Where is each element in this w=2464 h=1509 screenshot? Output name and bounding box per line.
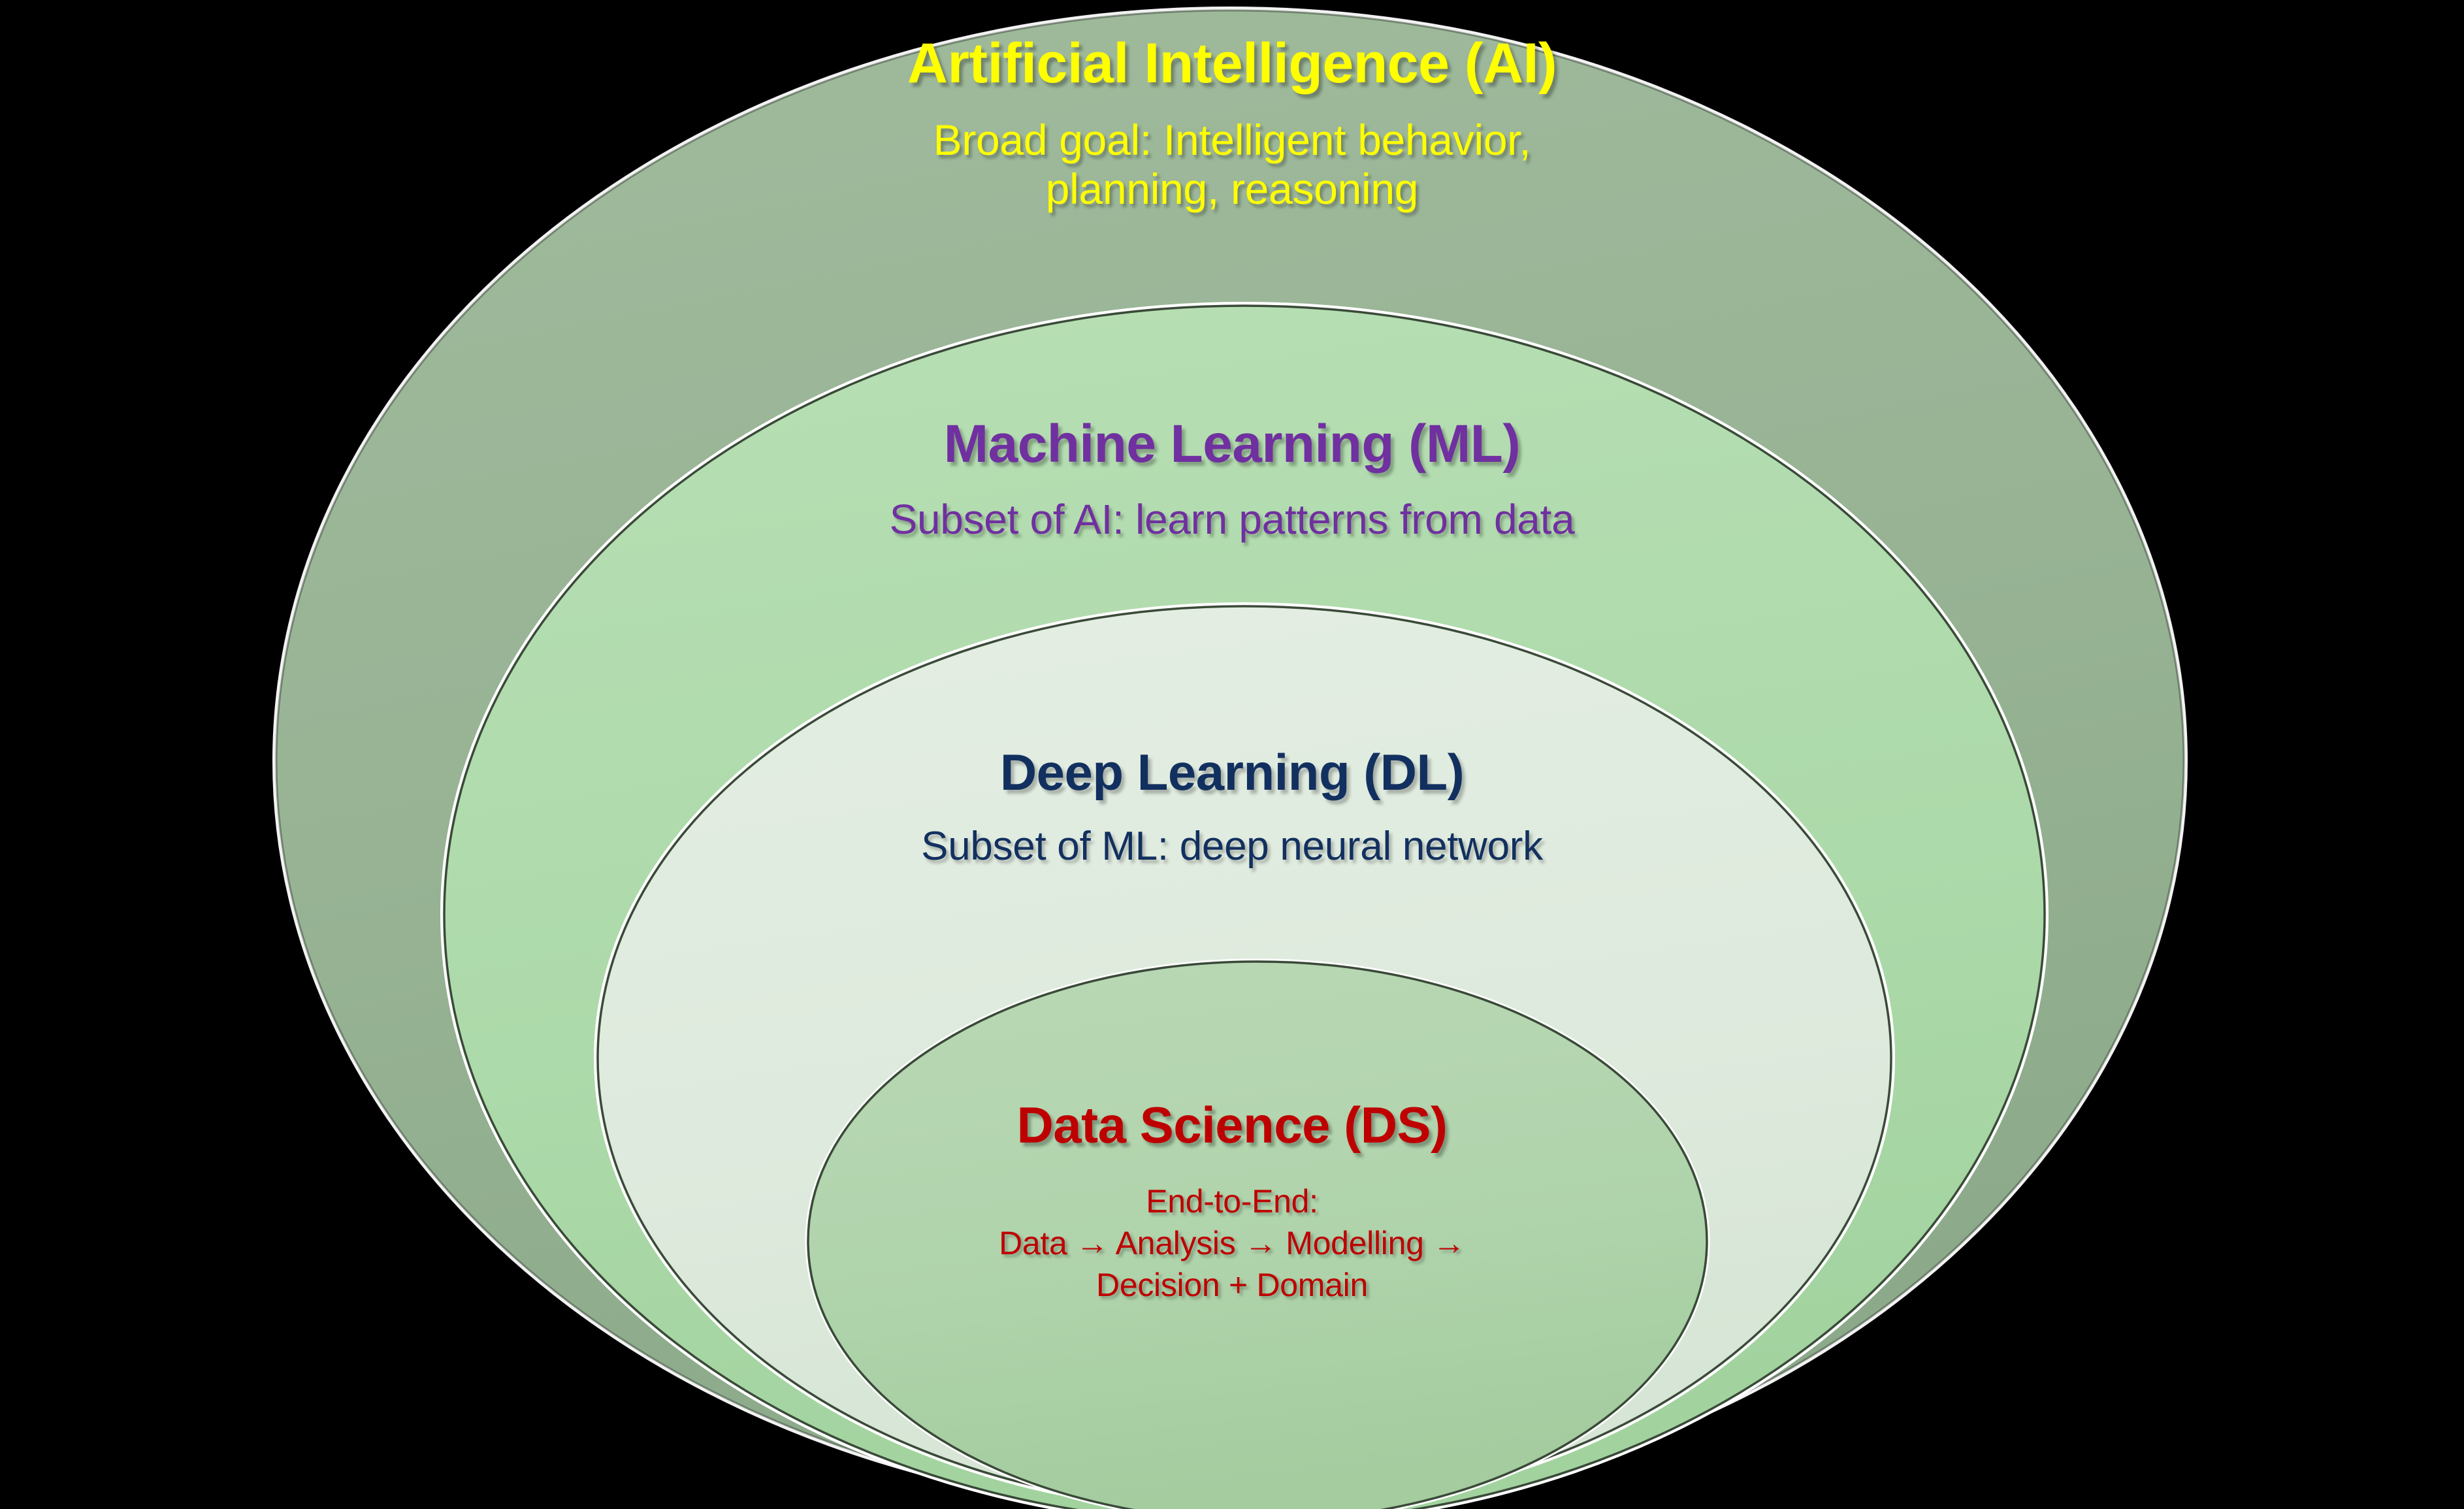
- ds-title: Data Science (DS): [1016, 1096, 1448, 1154]
- ellipse-ds: [805, 958, 1710, 1509]
- ds-label-group: Data Science (DS) End-to-End: Data → Ana…: [0, 1084, 2464, 1318]
- ai-title: Artificial Intelligence (AI): [907, 32, 1557, 95]
- dl-subtitle: Subset of ML: deep neural network: [921, 824, 1543, 869]
- ellipse-ai-inner-stroke: [275, 9, 2185, 1509]
- ml-subtitle: Subset of AI: learn patterns from data: [889, 495, 1575, 543]
- dl-label-group: Deep Learning (DL) Subset of ML: deep ne…: [0, 732, 2464, 882]
- dl-title: Deep Learning (DL): [999, 743, 1465, 802]
- ellipse-ml-inner-stroke: [443, 304, 2046, 1509]
- ds-subtitle: End-to-End: Data → Analysis → Modelling …: [999, 1183, 1465, 1304]
- ai-subtitle: Broad goal: Intelligent behavior, planni…: [933, 115, 1531, 213]
- ellipse-ds-inner-stroke: [807, 960, 1708, 1509]
- ai-label-group: Artificial Intelligence (AI) Broad goal:…: [0, 20, 2464, 225]
- ml-label-group: Machine Learning (ML) Subset of AI: lear…: [0, 402, 2464, 555]
- ml-title: Machine Learning (ML): [943, 414, 1521, 474]
- ellipse-dl-inner-stroke: [596, 605, 1892, 1509]
